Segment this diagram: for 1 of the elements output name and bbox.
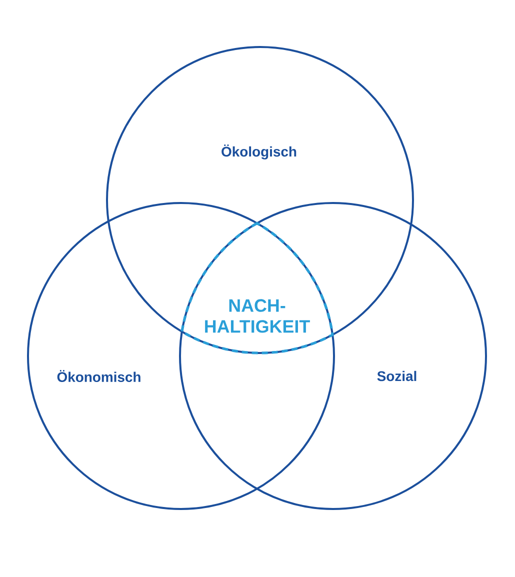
intersection-region: NACH- HALTIGKEIT — [180, 222, 334, 354]
